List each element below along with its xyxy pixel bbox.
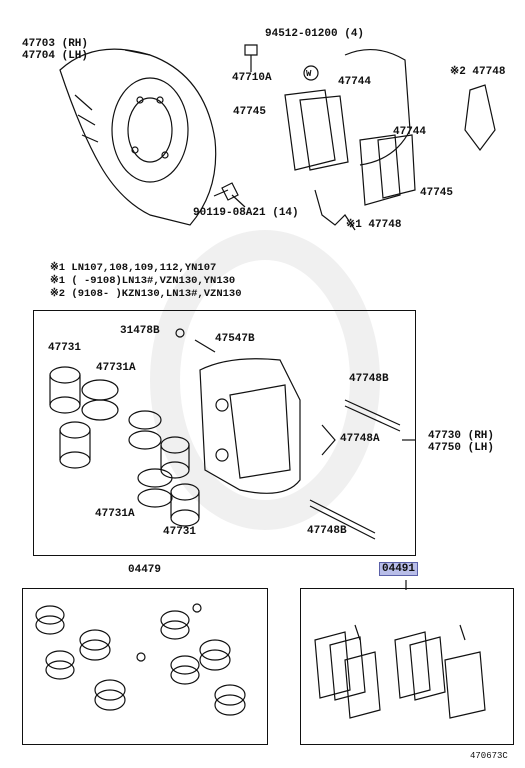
part-label-47547b[interactable]: 47547B: [215, 333, 255, 345]
pistons-drawing: [49, 366, 200, 527]
part-label-90119[interactable]: 90119-08A21 (14): [193, 207, 299, 219]
part-label-47703[interactable]: 47703 (RH): [22, 38, 89, 50]
part-label-47731-top[interactable]: 47731: [48, 342, 82, 354]
dust-shield-drawing: [59, 48, 229, 226]
part-label-47748-note1[interactable]: ※1 47748: [346, 219, 402, 231]
part-label-94512[interactable]: 94512-01200 (4): [265, 28, 365, 40]
part-label-31478b[interactable]: 31478B: [120, 325, 160, 337]
part-label-47730[interactable]: 47730 (RH): [428, 430, 495, 442]
pad-kit-drawing: [314, 624, 486, 719]
part-label-47710a[interactable]: 47710A: [232, 72, 272, 84]
part-label-47750[interactable]: 47750 (LH): [428, 442, 495, 454]
part-label-47748a[interactable]: 47748A: [340, 433, 380, 445]
part-label-47748b-bottom[interactable]: 47748B: [307, 525, 347, 537]
seal-kit-drawing: [35, 603, 246, 716]
caliper-drawing: [175, 328, 401, 540]
part-label-47731a-bottom[interactable]: 47731A: [95, 508, 135, 520]
part-label-47748b-top[interactable]: 47748B: [349, 373, 389, 385]
washer-w-label: W: [306, 69, 312, 79]
caliper-assembly-frame: [33, 310, 416, 556]
part-label-47731a-top[interactable]: 47731A: [96, 362, 136, 374]
part-label-47744-right[interactable]: 47744: [393, 126, 427, 138]
part-label-04479[interactable]: 04479: [128, 564, 162, 576]
top-pads-drawing: [284, 48, 496, 231]
part-label-47704[interactable]: 47704 (LH): [22, 50, 89, 62]
part-label-47745-left[interactable]: 47745: [233, 106, 267, 118]
part-label-04491-highlighted[interactable]: 04491: [379, 562, 419, 576]
model-note-3: ※2 (9108- )KZN130,LN13#,VZN130: [50, 288, 242, 300]
part-label-47731-bottom[interactable]: 47731: [163, 526, 197, 538]
part-label-47748-note2[interactable]: ※2 47748: [450, 66, 506, 78]
part-label-47744-top[interactable]: 47744: [338, 76, 372, 88]
seal-kit-frame: [22, 588, 268, 745]
part-label-47745-right[interactable]: 47745: [420, 187, 454, 199]
model-note-1: ※1 LN107,108,109,112,YN107: [50, 262, 217, 274]
pad-kit-frame: [300, 588, 514, 745]
diagram-code: 470673C: [470, 751, 508, 761]
model-note-2: ※1 ( -9108)LN13#,VZN130,YN130: [50, 275, 236, 287]
